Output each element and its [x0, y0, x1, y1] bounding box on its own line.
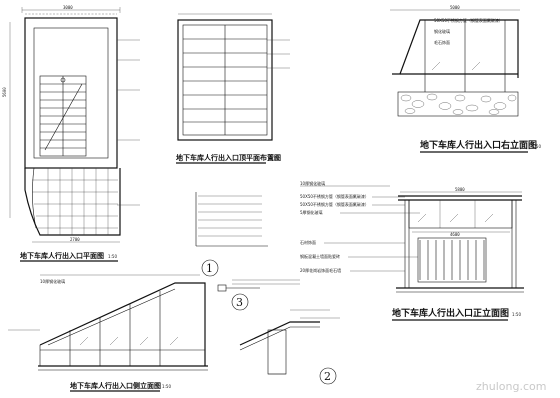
roof-title: 地下车库人行出入口顶平面布置图	[176, 153, 281, 162]
plan-dim-top: 3000	[63, 5, 73, 10]
right-title: 地下车库人行出入口右立面图	[420, 139, 537, 151]
plan-title: 地下车库人行出入口平面图	[20, 251, 104, 260]
front-note-top: 10厚钢化玻璃	[300, 180, 325, 186]
side-scale: 1:50	[162, 384, 171, 389]
front-note-2: 50X50不锈钢方管（钢管表面氟碳漆）	[300, 201, 369, 207]
right-note-2: 钢化玻璃	[434, 28, 450, 34]
front-note-6: 20厚花岗岩饰面毛石墙	[300, 267, 341, 273]
right-dim-top: 5000	[450, 5, 460, 10]
detail-section-1	[217, 279, 300, 292]
front-dim-inner: 4600	[450, 232, 460, 237]
plan-dim-left: 5600	[2, 87, 7, 97]
front-note-5: 钢板混凝土墙面贴瓷砖	[300, 253, 340, 259]
plan-dim-bottom: 2700	[70, 237, 80, 242]
material-legend	[195, 192, 268, 247]
rubble-stone-wall	[400, 93, 517, 115]
right-note-3: 毛石饰面	[434, 39, 450, 45]
right-scale: 1:50	[532, 144, 541, 149]
front-title: 地下车库人行出入口正立面图	[392, 307, 509, 319]
plan-scale: 1:50	[108, 254, 117, 259]
detail-mark-1: 1	[201, 259, 219, 277]
side-elevation-view: 10厚钢化玻璃 地下车库人行出入口侧立面图 1:50	[8, 274, 208, 392]
front-dim-top: 5800	[455, 187, 465, 192]
svg-text:1: 1	[206, 262, 213, 275]
svg-text:2: 2	[324, 370, 331, 383]
right-note-1: 50X50不锈钢方管（钢管表面氟碳漆）	[434, 17, 503, 23]
roof-scale: 1:50	[270, 156, 279, 161]
plan-paving-grid	[32, 168, 118, 235]
detail-section-2	[239, 309, 340, 375]
side-title: 地下车库人行出入口侧立面图	[70, 381, 161, 390]
front-elevation-view: 5800 4600 10厚钢化玻璃 50X50不锈钢方管（钢管表面氟碳漆） 50…	[300, 180, 524, 321]
right-elevation-view: 5000 50X50不锈钢方管（钢管表面氟碳漆） 钢化玻璃 毛石饰面 地下车库人…	[390, 5, 541, 153]
front-note-4: 石材饰面	[300, 239, 316, 245]
plan-view: 3000 5600 2700 地下车	[2, 5, 140, 262]
front-note-1: 50X50不锈钢方管（钢管表面氟碳漆）	[300, 193, 369, 199]
roof-panel-grid	[183, 25, 267, 135]
front-stair-stringers	[417, 237, 487, 283]
side-note-top: 10厚钢化玻璃	[40, 278, 65, 284]
front-note-3: 5厚钢化玻璃	[300, 209, 323, 215]
svg-text:3: 3	[236, 296, 243, 309]
roof-plan-view: 地下车库人行出入口顶平面布置图 1:50	[176, 13, 290, 164]
detail-mark-3: 3	[231, 293, 249, 311]
front-scale: 1:50	[512, 312, 521, 317]
watermark: zhulong.com	[476, 380, 546, 393]
detail-mark-2: 2	[319, 367, 337, 385]
